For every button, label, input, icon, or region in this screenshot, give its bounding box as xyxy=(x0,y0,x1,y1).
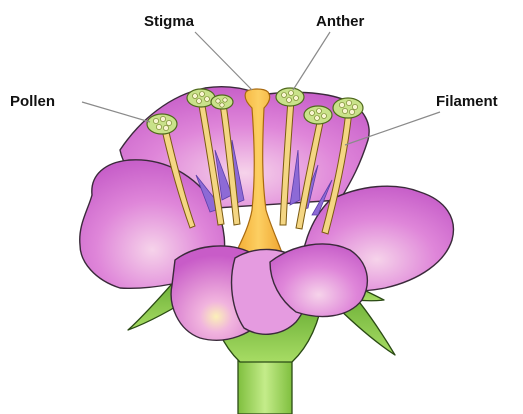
leader-stigma xyxy=(195,32,252,90)
stem xyxy=(238,360,292,414)
anther-5 xyxy=(304,106,332,124)
anther-3 xyxy=(211,95,233,109)
leader-anther xyxy=(293,32,330,90)
anther-2 xyxy=(187,89,215,107)
label-pollen: Pollen xyxy=(10,93,55,110)
label-anther: Anther xyxy=(316,13,364,30)
label-filament: Filament xyxy=(436,93,498,110)
label-stigma: Stigma xyxy=(144,13,195,30)
leader-pollen xyxy=(82,102,150,122)
anther-6 xyxy=(333,98,363,118)
anther-4 xyxy=(276,88,304,106)
anther-1 xyxy=(147,114,177,134)
